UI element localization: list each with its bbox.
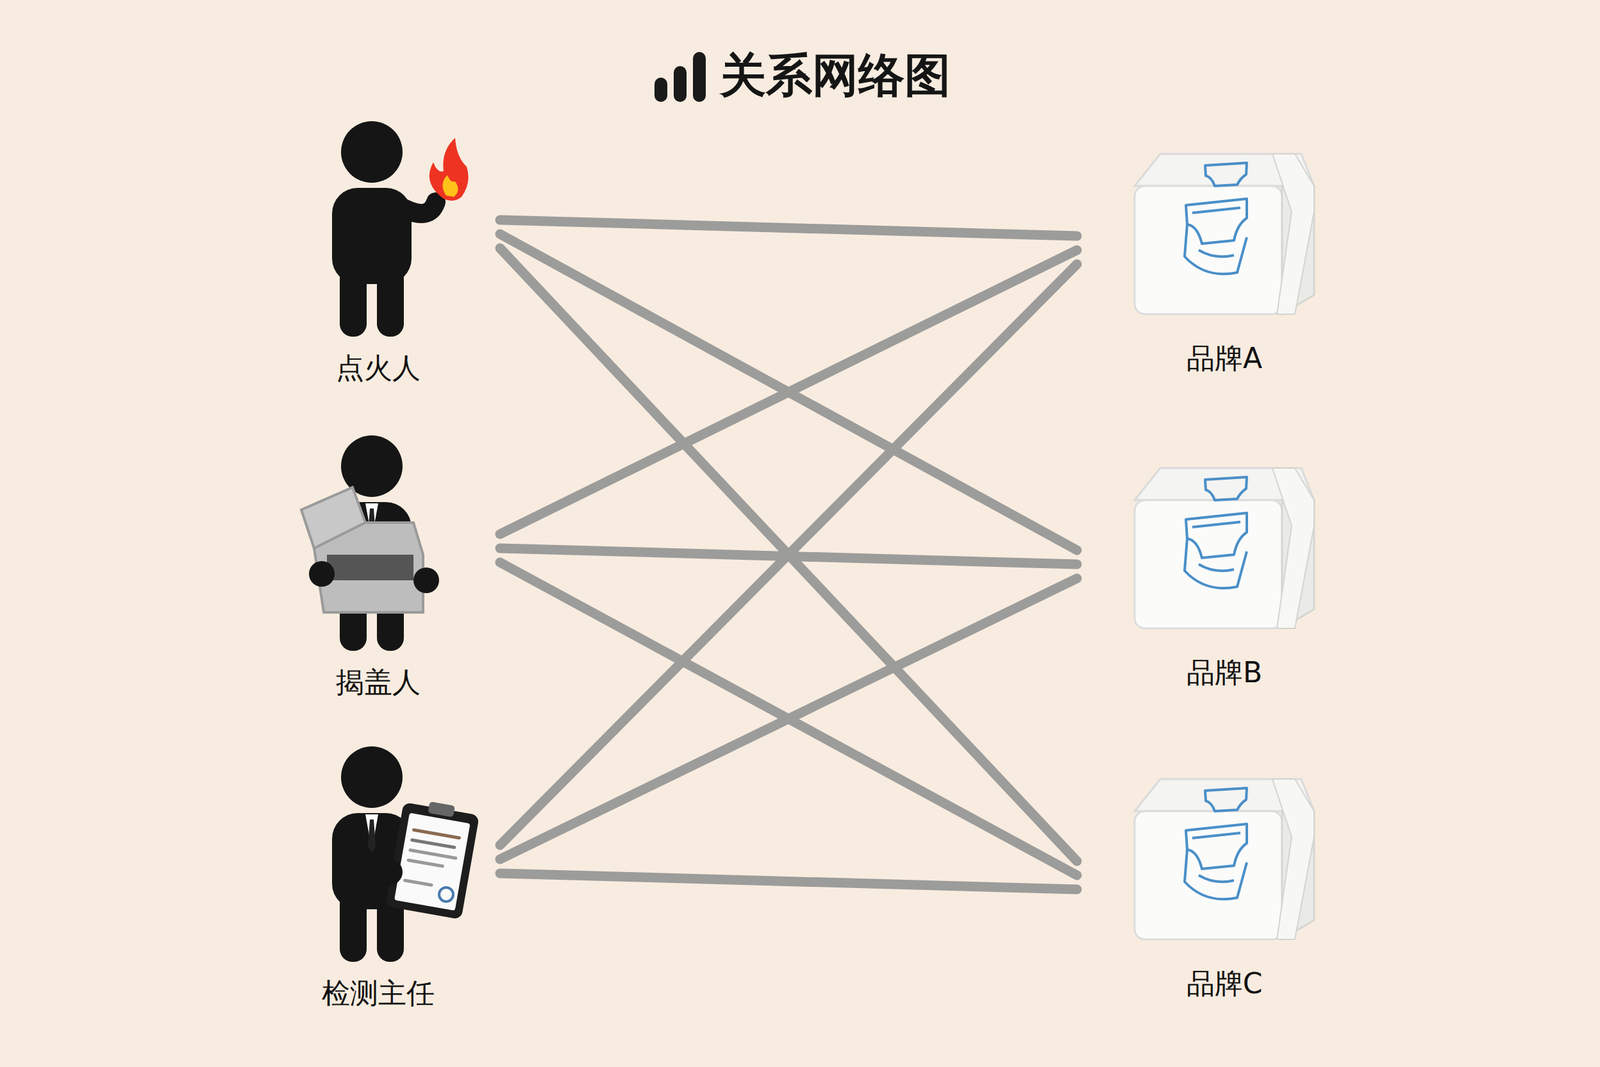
person-figure [275, 737, 481, 968]
relation-line [500, 562, 1077, 875]
node-label: 品牌A [1186, 339, 1263, 378]
node-label: 点火人 [335, 349, 421, 388]
title-bar: 关系网络图 [0, 44, 1600, 107]
bar-chart-icon [649, 46, 720, 105]
brand-node: 品牌B [1102, 442, 1347, 692]
person-node: 揭盖人 [269, 426, 488, 702]
person-node: 点火人 [269, 112, 488, 388]
relation-line [500, 219, 1077, 236]
node-label: 揭盖人 [335, 663, 421, 702]
brand-node: 品牌C [1102, 753, 1347, 1003]
relation-line [500, 264, 1077, 845]
diaper-package [1108, 128, 1340, 334]
relation-line [500, 248, 1077, 861]
relation-line [500, 250, 1077, 534]
person-node: 检测主任 [269, 737, 488, 1013]
relation-line [500, 578, 1077, 859]
brand-node: 品牌A [1102, 128, 1347, 378]
node-label: 品牌B [1186, 653, 1263, 692]
diaper-package [1108, 442, 1340, 648]
diagram-title: 关系网络图 [719, 44, 951, 107]
relation-line [500, 873, 1077, 890]
node-label: 品牌C [1186, 964, 1263, 1003]
person-figure [275, 426, 481, 658]
relation-line [500, 233, 1077, 550]
node-label: 检测主任 [321, 974, 435, 1013]
person-figure [275, 112, 481, 343]
diaper-package [1108, 753, 1340, 959]
